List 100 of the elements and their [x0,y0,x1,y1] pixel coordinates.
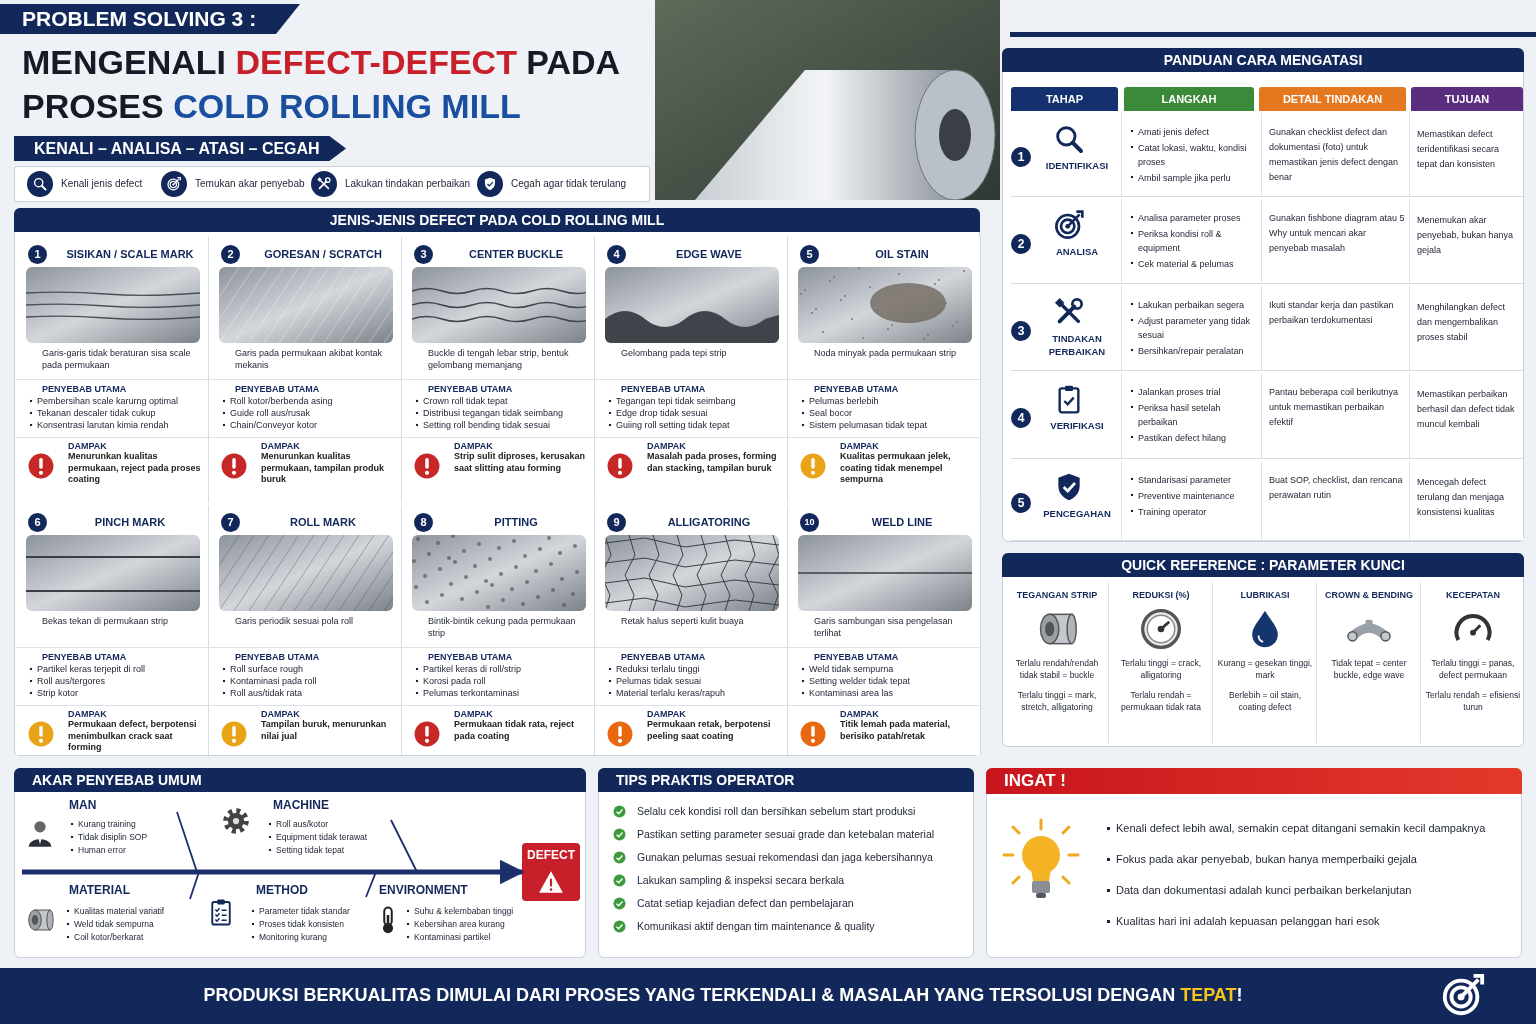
defect-description: Buckle di tengah lebar strip, bentuk gelombang memanjang [428,347,570,371]
tip-text: Catat setiap kejadian defect dan pembelajaran [637,896,855,911]
category-name: MACHINE [273,798,329,813]
step-number: 3 [1011,320,1031,341]
section-label: PENYEBAB UTAMA [621,651,707,663]
defect-description: Retak halus seperti kulit buaya [621,615,745,627]
impact-text: Menurunkan kualitas permukaan, reject pada proses coating [68,451,202,486]
impact-text: Permukaan defect, berpotensi menimbulkan crack saat forming [68,719,198,754]
section-label: PENYEBAB UTAMA [235,383,321,395]
parameter-name: REDUKSI (%) [1131,589,1191,601]
goal-text: Menghilangkan defect dan mengembalikan proses stabil [1417,301,1507,344]
step-number: 8 [414,513,433,532]
footer-banner: PRODUKSI BERKUALITAS DIMULAI DARI PROSES YANG TERKENDALI & MASALAH YANG TERSOLUSI DENGAN TEPAT! [0,968,1536,1024]
defect-name: ALLIGATORING [666,515,752,529]
stage-name: PENCEGAHAN [1042,507,1112,520]
defect-name: PINCH MARK [93,515,167,529]
impact-text: Tampilan buruk, menurunkan nilai jual [261,719,388,742]
section-label: PENYEBAB UTAMA [428,383,514,395]
column-header: DETAIL TINDAKAN [1259,87,1406,111]
goal-text: Mencegah defect terulang dan menjaga konsistensi kualitas [1417,476,1506,519]
parameter-note: Terlalu rendah = permukaan tidak rata [1120,689,1202,713]
step-number: 1 [28,245,47,264]
step-number: 10 [800,513,819,532]
detail-text: Pantau beberapa coil berikutnya untuk memastikan perbaikan efektif [1269,386,1400,429]
section-label: PENYEBAB UTAMA [428,651,514,663]
defect-name: WELD LINE [870,515,934,529]
section-label: PENYEBAB UTAMA [814,651,900,663]
defect-description: Noda minyak pada permukaan strip [814,347,958,359]
detail-text: Buat SOP, checklist, dan rencana perawatan rutin [1269,474,1404,502]
category-name: MAN [69,798,97,813]
tip-text: Gunakan pelumas sesuai rekomendasi dan jaga kebersihannya [637,850,934,865]
defect-card [788,505,981,755]
table-row [1011,199,1523,284]
tip-text: Komunikasi aktif dengan tim maintenance & quality [637,919,876,934]
defect-card [16,505,209,755]
feature-text: Kenali jenis defect [61,177,143,191]
tips-panel [598,768,974,958]
goal-text: Menemukan akar penyebab, bukan hanya gejala [1417,214,1515,257]
section-label: DAMPAK [68,708,107,720]
impact-text: Permukaan retak, berpotensi peeling saat coating [647,719,772,742]
step-number: 4 [607,245,626,264]
category-name: MATERIAL [69,883,131,898]
step-number: 7 [221,513,240,532]
feature-text: Temukan akar penyebab [195,177,305,191]
impact-text: Titik lemah pada material, berisiko patah/retak [840,719,951,742]
defect-card [209,505,402,755]
tip-text: Selalu cek kondisi roll dan bersihkan sebelum start produksi [637,804,917,819]
section-label: DAMPAK [840,440,879,452]
impact-text: Masalah pada proses, forming dan stacking, tampilan buruk [647,451,778,474]
table-row [1011,461,1523,541]
parameter-note: Terlalu tinggi = mark, stretch, alligatoring [1016,689,1098,713]
defect-description: Garis sambungan sisa pengelasan terlihat [814,615,954,639]
goal-text: Memastikan defect teridentifikasi secara tepat dan konsisten [1417,128,1501,171]
impact-text: Menurunkan kualitas permukaan, tampilan produk buruk [261,451,386,486]
parameter-note: Terlalu rendah/rendah tidak stabil = buckle [1014,657,1100,681]
step-number: 2 [221,245,240,264]
table-row [1011,373,1523,459]
section-label: DAMPAK [261,708,300,720]
section-title: PANDUAN CARA MENGATASI [1002,48,1524,72]
tip-text: Lakukan sampling & inspeksi secara berkala [637,873,846,888]
step-number: 1 [1011,147,1031,167]
detail-text: Ikuti standar kerja dan pastikan perbaikan terdokumentasi [1269,299,1395,327]
parameter-note: Terlalu tinggi = panas, defect permukaan [1430,657,1516,681]
parameter-name: LUBRIKASI [1239,589,1291,601]
feature-text: Cegah agar tidak terulang [511,177,627,191]
defect-name: PITTING [493,515,539,529]
section-label: PENYEBAB UTAMA [42,383,128,395]
tip-text: Pastikan setting parameter sesuai grade dan ketebalan material [637,827,936,842]
defect-name: OIL STAIN [874,247,930,261]
defect-name: SISIKAN / SCALE MARK [65,247,195,261]
defect-label: DEFECT [526,848,576,862]
section-label: PENYEBAB UTAMA [42,651,128,663]
section-panel [14,208,980,756]
section-label: DAMPAK [454,708,493,720]
section-label: DAMPAK [261,440,300,452]
parameter-note: Terlalu rendah = efisiensi turun [1425,689,1521,713]
defect-box [522,843,580,901]
section-label: DAMPAK [454,440,493,452]
impact-text: Kualitas permukaan jelek, coating tidak menempel sempurna [840,451,952,486]
stage-name: ANALISA [1054,245,1100,258]
reminder-panel [986,768,1522,958]
defect-description: Gelombang pada tepi strip [621,347,728,359]
stage-name: IDENTIFIKASI [1044,159,1110,172]
parameter-note: Berlebih = oil stain, coating defect [1227,689,1303,713]
table-row [1011,286,1523,371]
section-label: PENYEBAB UTAMA [235,651,321,663]
defect-description: Garis pada permukaan akibat kontak mekanis [235,347,384,371]
column-header: TUJUAN [1411,87,1523,111]
defect-name: GORESAN / SCRATCH [263,247,383,261]
category-name: ENVIRONMENT [379,883,468,898]
section-title: JENIS-JENIS DEFECT PADA COLD ROLLING MILL [14,208,980,232]
section-label: DAMPAK [68,440,107,452]
tagline-banner: KENALI – ANALISA – ATASI – CEGAH [14,136,346,161]
parameter-name: CROWN & BENDING [1324,589,1414,601]
section-label: PENYEBAB UTAMA [621,383,707,395]
step-number: 5 [800,245,819,264]
defect-description: Garis-garis tidak beraturan sisa scale pada permukaan [42,347,192,371]
goal-text: Memastikan perbaikan berhasil dan defect tidak muncul kembali [1417,388,1516,431]
stage-name: VERIFIKASI [1049,419,1105,432]
defect-card [402,505,595,755]
